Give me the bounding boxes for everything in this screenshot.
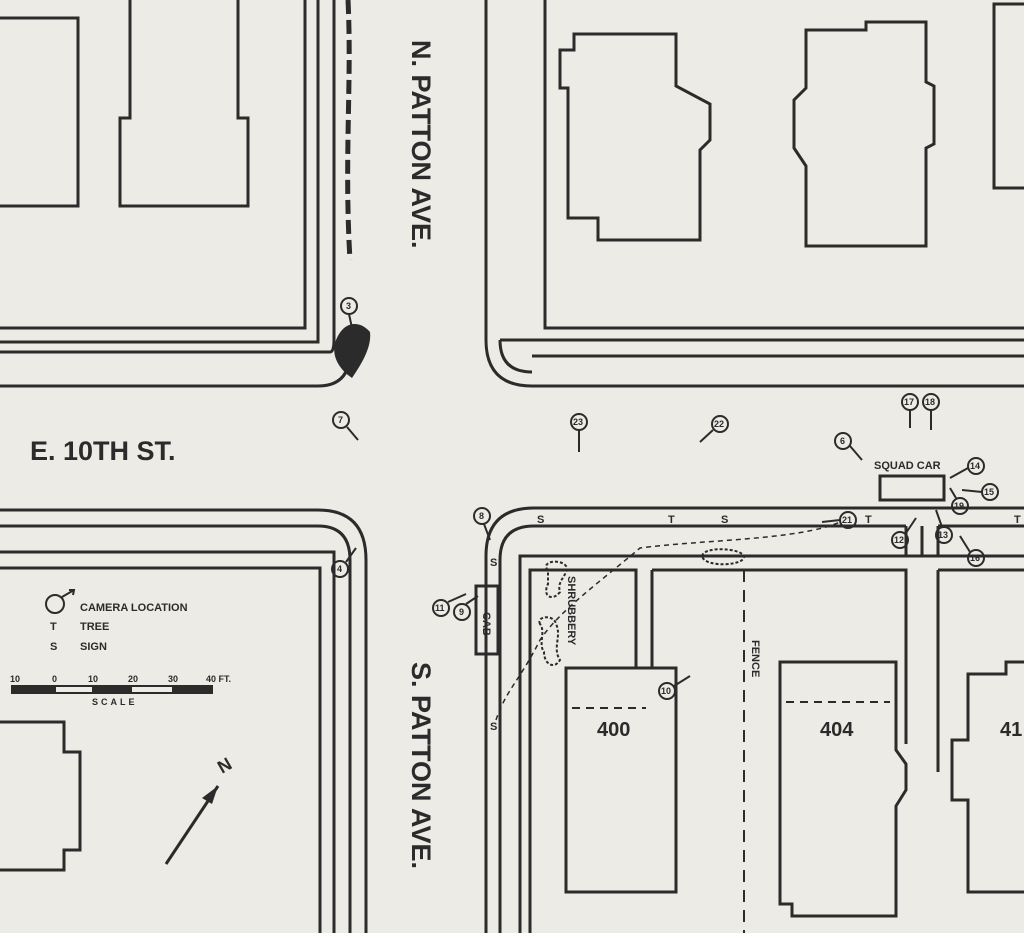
- svg-text:10: 10: [661, 686, 671, 696]
- camera-9: 9: [453, 595, 479, 621]
- building-number-400: 400: [597, 719, 630, 741]
- camera-legend-icon: [45, 594, 65, 614]
- camera-12: 12: [891, 517, 917, 549]
- svg-text:SCALE: SCALE: [92, 697, 138, 707]
- svg-text:19: 19: [954, 501, 964, 511]
- sw-block: [0, 508, 368, 933]
- svg-text:22: 22: [714, 419, 724, 429]
- camera-6: 6: [834, 432, 863, 461]
- hook-marker: S: [490, 721, 497, 733]
- cab-label: CAB: [480, 612, 492, 636]
- map-legend: CAMERA LOCATION T TREE S SIGN: [45, 589, 188, 653]
- sign-marker: S: [490, 557, 497, 569]
- svg-text:13: 13: [938, 530, 948, 540]
- camera-10: 10: [658, 675, 691, 700]
- svg-text:10: 10: [10, 674, 20, 684]
- legend-sign-text: SIGN: [80, 641, 107, 653]
- tree-marker: T: [1014, 514, 1021, 526]
- camera-markers: 3 4 6 7 8 9 10 11 12 13 14 15 16 17 18 1…: [331, 297, 999, 700]
- svg-text:18: 18: [925, 397, 935, 407]
- svg-text:10: 10: [88, 674, 98, 684]
- svg-text:12: 12: [894, 535, 904, 545]
- svg-text:8: 8: [479, 511, 484, 521]
- svg-text:21: 21: [842, 515, 852, 525]
- street-label-e-10th: E. 10TH ST.: [30, 436, 176, 466]
- camera-19: 19: [949, 487, 969, 515]
- sign-marker: S: [537, 514, 544, 526]
- sign-marker: S: [721, 514, 728, 526]
- svg-text:9: 9: [459, 607, 464, 617]
- camera-15: 15: [961, 483, 999, 501]
- building-number-41: 41: [1000, 719, 1022, 741]
- fence-label: FENCE: [749, 640, 761, 677]
- svg-text:16: 16: [970, 553, 980, 563]
- svg-text:11: 11: [435, 603, 445, 613]
- legend-tree-symbol: T: [50, 621, 57, 633]
- svg-text:14: 14: [970, 461, 980, 471]
- camera-3: 3: [340, 297, 358, 329]
- camera-4: 4: [331, 547, 357, 578]
- camera-14: 14: [949, 457, 985, 479]
- ne-block: [484, 0, 1024, 388]
- legend-tree-text: TREE: [80, 621, 109, 633]
- se-block: [474, 474, 1024, 933]
- north-arrow: N: [164, 754, 235, 865]
- street-label-s-patton: S. PATTON AVE.: [406, 662, 436, 869]
- tree-marker: T: [668, 514, 675, 526]
- svg-text:30: 30: [168, 674, 178, 684]
- camera-23: 23: [570, 413, 588, 452]
- svg-text:4: 4: [337, 564, 342, 574]
- svg-text:7: 7: [338, 415, 343, 425]
- camera-17: 17: [901, 393, 919, 428]
- north-arrow-label: N: [214, 754, 235, 778]
- scale-bar: 10 0 10 20 30 40 FT. SCALE: [10, 674, 231, 707]
- building-number-404: 404: [820, 719, 854, 741]
- svg-text:0: 0: [52, 674, 57, 684]
- camera-8: 8: [473, 507, 491, 541]
- camera-22: 22: [699, 415, 729, 443]
- camera-18: 18: [922, 393, 940, 430]
- legend-sign-symbol: S: [50, 641, 57, 653]
- svg-text:15: 15: [984, 487, 994, 497]
- legend-camera-text: CAMERA LOCATION: [80, 602, 188, 614]
- camera-13: 13: [935, 509, 953, 544]
- camera-7: 7: [332, 411, 359, 441]
- svg-text:3: 3: [346, 301, 351, 311]
- svg-text:6: 6: [840, 436, 845, 446]
- camera-16: 16: [959, 535, 985, 567]
- svg-text:17: 17: [904, 397, 914, 407]
- camera-21: 21: [821, 511, 857, 529]
- nw-block: [0, 0, 371, 388]
- tree-marker: T: [865, 514, 872, 526]
- squad-car-label: SQUAD CAR: [874, 460, 941, 472]
- svg-text:23: 23: [573, 417, 583, 427]
- svg-text:20: 20: [128, 674, 138, 684]
- street-label-n-patton: N. PATTON AVE.: [406, 40, 436, 249]
- shrubbery-label: SHRUBBERY: [565, 576, 577, 646]
- camera-11: 11: [432, 593, 467, 617]
- svg-text:40 FT.: 40 FT.: [206, 674, 231, 684]
